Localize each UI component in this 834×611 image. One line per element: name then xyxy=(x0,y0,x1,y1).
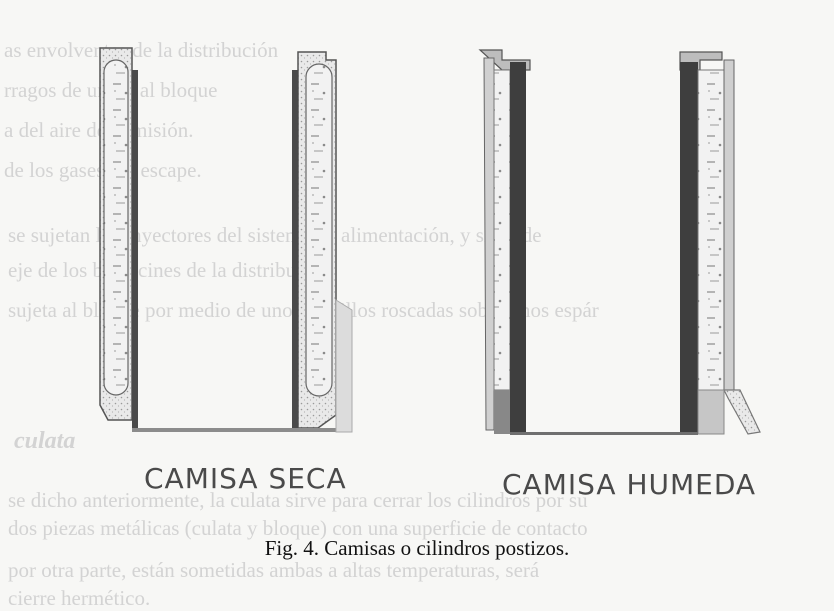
bleed-line: eje de los balancines de la distribución… xyxy=(8,258,338,282)
bleed-line: a del aire de admisión. xyxy=(4,118,194,142)
bleed-heading: culata xyxy=(14,428,76,454)
bleed-line: cierre hermético. xyxy=(8,586,151,610)
figure-caption: Fig. 4. Camisas o cilindros postizos. xyxy=(264,536,570,560)
bleed-line: se dicho anteriormente, la culata sirve … xyxy=(8,488,588,512)
dry-liner-drawing xyxy=(99,47,353,433)
bleed-line: dos piezas metálicas (culata y bloque) c… xyxy=(8,516,588,540)
wet-liner-drawing xyxy=(478,49,761,435)
bleed-line: se sujetan los inyectores del sistema de… xyxy=(8,223,542,247)
dry-liner-label: CAMISA SECA xyxy=(144,462,347,495)
wet-liner-label: CAMISA HUMEDA xyxy=(502,468,757,501)
bleed-line: as envolventes de la distribución xyxy=(4,38,279,62)
bleed-line: por otra parte, están sometidas ambas a … xyxy=(8,558,540,582)
